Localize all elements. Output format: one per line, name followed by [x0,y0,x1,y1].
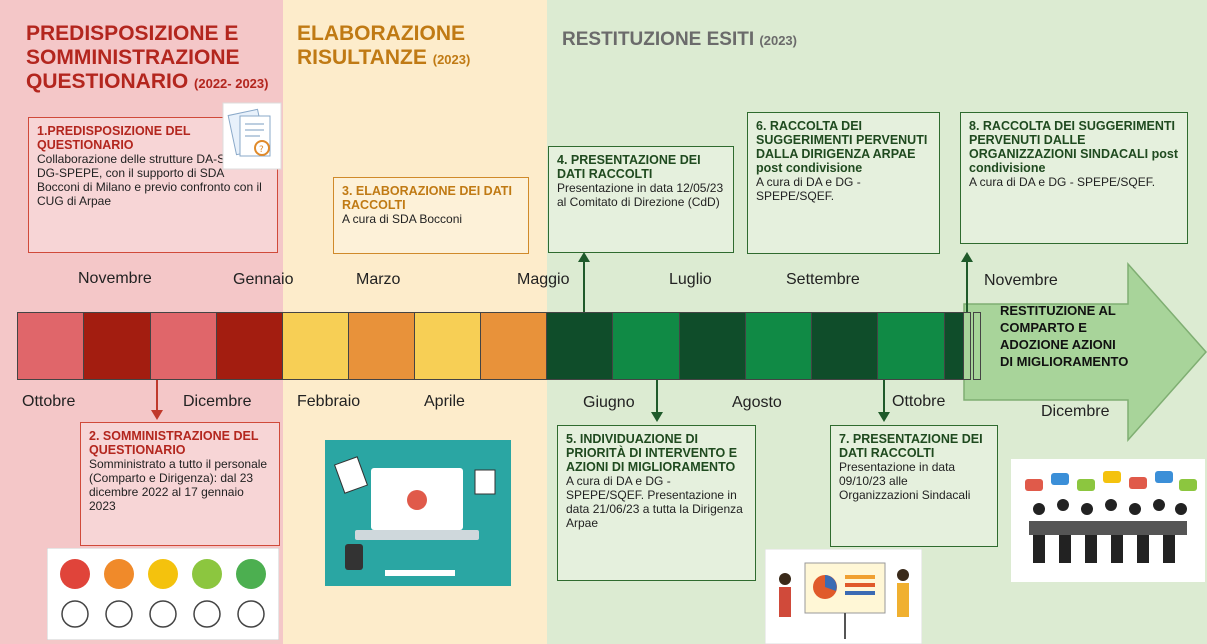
arrowhead-down-2 [151,410,163,420]
month-ottobre-2022: Ottobre [22,393,76,410]
feedback-faces-image [47,548,279,640]
arrow-down-7 [883,380,885,414]
phase3-title: RESTITUZIONE ESITI (2023) [562,29,797,50]
segment-settembre [745,312,812,380]
arrowhead-down-7 [878,412,890,422]
segment-dicembre [150,312,217,380]
segment-luglio [612,312,680,380]
segment-aprile [414,312,481,380]
arrowhead-up-4 [578,252,590,262]
presentation-illustration [765,549,922,644]
segment-ottobre [17,312,84,380]
svg-text:?: ? [259,145,264,155]
segment-stripe-1 [963,312,971,380]
segment-novembre-23 [877,312,945,380]
month-febbraio: Febbraio [297,393,361,410]
month-novembre-2022: Novembre [78,270,152,287]
segment-ottobre-23 [811,312,878,380]
segment-maggio [480,312,547,380]
segment-giugno [546,312,613,380]
segment-febbraio [282,312,349,380]
final-arrow [963,262,1207,442]
phase2-title: ELABORAZIONE RISULTANZE (2023) [297,22,471,69]
segment-gennaio [216,312,283,380]
phase1-title: PREDISPOSIZIONE E SOMMINISTRAZIONE QUEST… [26,22,269,93]
box-raccolta-dirigenza: 6. RACCOLTA DEI SUGGERIMENTI PERVENUTI D… [747,112,940,254]
month-maggio: Maggio [517,271,570,288]
month-gennaio: Gennaio [233,271,294,288]
month-dicembre-2023: Dicembre [1041,403,1110,420]
box-raccolta-os: 8. RACCOLTA DEI SUGGERIMENTI PERVENUTI D… [960,112,1188,244]
month-luglio: Luglio [669,271,712,288]
arrow-up-4 [583,262,585,312]
month-giugno: Giugno [583,394,635,411]
month-novembre-2023: Novembre [984,272,1058,289]
month-dicembre-2022: Dicembre [183,393,252,410]
meeting-image [1011,459,1205,582]
month-aprile: Aprile [424,393,465,410]
arrow-down-5 [656,380,658,414]
final-arrow-label: RESTITUZIONE AL COMPARTO E ADOZIONE AZIO… [1000,303,1129,369]
month-marzo: Marzo [356,271,401,288]
arrowhead-down-5 [651,412,663,422]
segment-novembre [83,312,151,380]
arrowhead-up-8 [961,252,973,262]
arrow-up-8 [966,262,968,312]
month-settembre: Settembre [786,271,860,288]
segment-agosto [679,312,746,380]
month-agosto: Agosto [732,394,782,411]
box-individuazione: 5. INDIVIDUAZIONE DI PRIORITÀ DI INTERVE… [557,425,756,581]
segment-dicembre-23 [944,312,964,380]
arrow-down-2 [156,380,158,412]
questionnaire-icon: ? [222,102,282,170]
laptop-illustration [325,440,511,586]
month-ottobre-2023: Ottobre [892,393,946,410]
segment-stripe-2 [973,312,981,380]
segment-marzo [348,312,415,380]
